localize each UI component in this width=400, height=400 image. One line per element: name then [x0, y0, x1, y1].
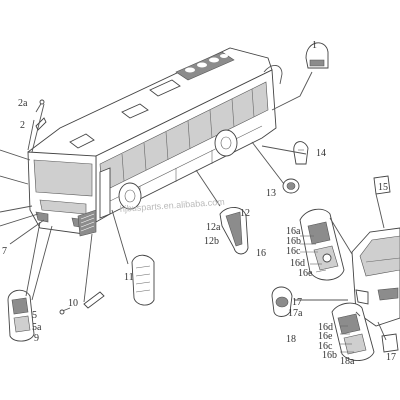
- callout-7: 7: [2, 246, 7, 257]
- callout-16b: 16b: [286, 236, 301, 247]
- bus-front-windshield: [359, 235, 400, 277]
- callout-18-16c: 16c: [318, 341, 333, 352]
- bus-front-corner: [355, 289, 369, 305]
- callout-14: 14: [316, 148, 326, 159]
- roof-hatch-front: [69, 133, 95, 149]
- part-16-headlamp-unit: [299, 208, 345, 281]
- part-10-reflector: [59, 291, 105, 315]
- bus-front-view-drawing: [351, 227, 400, 327]
- callout-18-16d: 16d: [318, 322, 333, 333]
- part-11-rear-light: [131, 254, 155, 306]
- bus-windshield: [33, 159, 93, 197]
- front-wheel: [118, 182, 142, 210]
- callout-2a: 2a: [18, 98, 28, 109]
- part-17-lower-lamp: [381, 333, 399, 353]
- callout-18-16e: 16e: [318, 331, 333, 342]
- side-vent-grille: [77, 209, 97, 237]
- callout-5a: 5a: [32, 322, 42, 333]
- callout-17-lower: 17: [386, 352, 396, 363]
- rear-view-mirror-arm: [263, 65, 283, 85]
- callout-9: 9: [34, 333, 39, 344]
- callout-12: 12: [240, 208, 250, 219]
- part-17-fog-lamp: [271, 286, 293, 317]
- window-pillars: [121, 88, 255, 182]
- callout-10: 10: [68, 298, 78, 309]
- callout-17a: 17a: [288, 308, 303, 319]
- callout-ticks: [300, 235, 354, 353]
- front-left-headlamp: [35, 211, 49, 223]
- ac-fans: [185, 54, 228, 73]
- part-12-turn-lamp: [219, 207, 249, 255]
- callout-18a: 18a: [340, 356, 355, 367]
- part-15-fitting: [373, 175, 391, 195]
- callout-12b: 12b: [204, 236, 219, 247]
- callout-16d: 16d: [290, 258, 305, 269]
- callout-11: 11: [124, 272, 134, 283]
- roof-hatch-mid: [121, 103, 149, 119]
- entry-door: [99, 167, 111, 219]
- bus-front-headlamp: [377, 287, 399, 301]
- callout-5: 5: [32, 310, 37, 321]
- part-1-marker-lamp: [305, 42, 329, 69]
- callout-18-16b: 16b: [322, 350, 337, 361]
- callout-12a: 12a: [206, 222, 221, 233]
- callout-16c: 16c: [286, 246, 301, 257]
- callout-16e: 16e: [298, 268, 313, 279]
- rear-wheel: [214, 129, 238, 157]
- callout-13: 13: [266, 188, 276, 199]
- callout-18: 18: [286, 334, 296, 345]
- callout-2: 2: [20, 120, 25, 131]
- part-9-rear-lamp-assembly: [7, 289, 35, 342]
- callout-16: 16: [256, 248, 266, 259]
- part-13-round-lamp: [282, 178, 300, 194]
- roof-hatch-rear: [149, 79, 181, 97]
- callout-17: 17: [292, 297, 302, 308]
- coach-bus-drawing: [27, 47, 283, 237]
- callout-16a: 16a: [286, 226, 301, 237]
- callout-15: 15: [378, 182, 388, 193]
- callout-1: 1: [312, 40, 317, 51]
- part-18-headlamp-unit: [331, 302, 375, 361]
- leader-lines: [0, 71, 387, 341]
- callout-labels: 1 2a 2 14 13 15 12a 12 12b 16 16a 16b 16…: [2, 40, 396, 367]
